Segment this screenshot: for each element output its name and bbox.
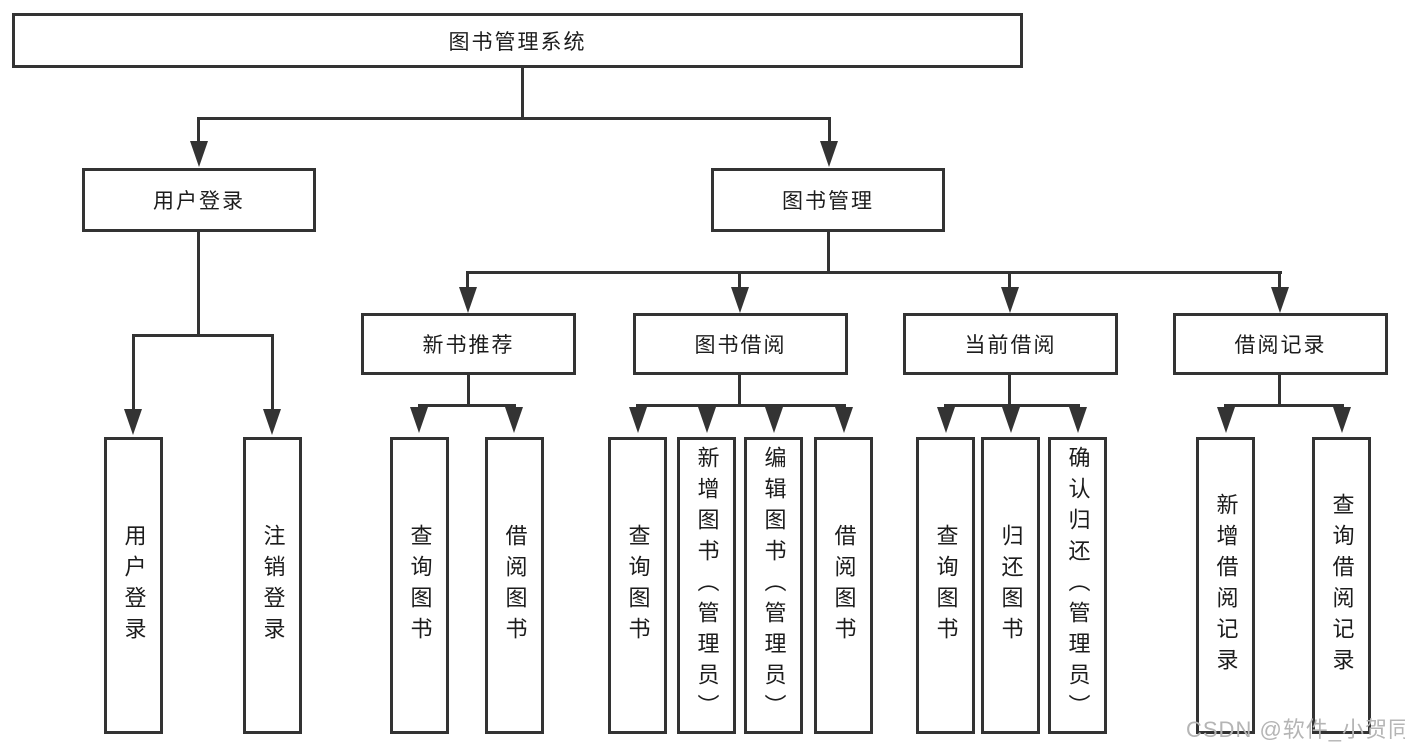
node-current-borrow-label: 当前借阅 [964, 334, 1057, 357]
connector-drop-leaf-login [132, 334, 135, 411]
leaf-confirm-return-admin-label: 确认归还（管理员） [1065, 446, 1091, 725]
connector-drop-current-borrow [1008, 271, 1011, 289]
node-user-login-label: 用户登录 [153, 190, 245, 213]
arrow-down-icon [459, 287, 477, 313]
connector-stub [467, 375, 470, 406]
leaf-borrow-book-label: 借阅图书 [831, 523, 857, 648]
leaf-return-book: 归还图书 [981, 437, 1040, 734]
leaf-edit-book-admin: 编辑图书（管理员） [744, 437, 803, 734]
arrow-down-icon [765, 407, 783, 433]
node-new-book-recommend: 新书推荐 [361, 313, 576, 375]
leaf-query-book: 查询图书 [390, 437, 449, 734]
arrow-down-icon [629, 407, 647, 433]
leaf-query-book: 查询图书 [608, 437, 667, 734]
node-current-borrow: 当前借阅 [903, 313, 1118, 375]
arrow-down-icon [1069, 407, 1087, 433]
leaf-return-book-label: 归还图书 [998, 523, 1024, 648]
leaf-logout-label: 注销登录 [260, 523, 286, 648]
connector-bar [944, 404, 1080, 407]
leaf-add-borrow-record: 新增借阅记录 [1196, 437, 1255, 734]
leaf-add-book-admin-label: 新增图书（管理员） [694, 446, 720, 725]
leaf-user-login: 用户登录 [104, 437, 163, 734]
leaf-query-borrow-record-label: 查询借阅记录 [1329, 492, 1355, 679]
node-borrow-record-label: 借阅记录 [1234, 334, 1327, 357]
leaf-add-book-admin: 新增图书（管理员） [677, 437, 736, 734]
arrow-down-icon [1271, 287, 1289, 313]
leaf-logout: 注销登录 [243, 437, 302, 734]
arrow-down-icon [835, 407, 853, 433]
connector-stub [1008, 375, 1011, 406]
connector-level3-bar [467, 271, 1282, 274]
arrow-down-icon [124, 409, 142, 435]
arrow-down-icon [505, 407, 523, 433]
connector-stub [738, 375, 741, 406]
connector-drop-book-mgmt [828, 117, 831, 145]
arrow-down-icon [1217, 407, 1235, 433]
node-book-borrow: 图书借阅 [633, 313, 848, 375]
node-new-book-recommend-label: 新书推荐 [422, 334, 515, 357]
arrow-down-icon [820, 141, 838, 167]
connector-level2-bar [197, 117, 831, 120]
connector-drop-leaf-logout [271, 334, 274, 411]
leaf-borrow-book-label: 借阅图书 [502, 523, 528, 648]
connector-book-mgmt-stub [827, 232, 830, 273]
leaf-query-book-label: 查询图书 [933, 523, 959, 648]
connector-drop-user-login [197, 117, 200, 145]
connector-bar [636, 404, 846, 407]
leaf-query-book: 查询图书 [916, 437, 975, 734]
connector-drop-book-borrow [738, 271, 741, 289]
leaf-query-borrow-record: 查询借阅记录 [1312, 437, 1371, 734]
connector-bar [418, 404, 516, 407]
node-book-management-label: 图书管理 [782, 190, 874, 213]
arrow-down-icon [731, 287, 749, 313]
connector-user-login-bar [132, 334, 274, 337]
connector-drop-new-book-rec [466, 271, 469, 289]
leaf-borrow-book: 借阅图书 [485, 437, 544, 734]
node-book-borrow-label: 图书借阅 [694, 334, 787, 357]
leaf-edit-book-admin-label: 编辑图书（管理员） [761, 446, 787, 725]
arrow-down-icon [1002, 407, 1020, 433]
leaf-query-book-label: 查询图书 [407, 523, 433, 648]
leaf-borrow-book: 借阅图书 [814, 437, 873, 734]
connector-bar [1224, 404, 1344, 407]
node-library-system-label: 图书管理系统 [448, 30, 587, 54]
leaf-add-borrow-record-label: 新增借阅记录 [1213, 492, 1239, 679]
leaf-confirm-return-admin: 确认归还（管理员） [1048, 437, 1107, 734]
arrow-down-icon [263, 409, 281, 435]
connector-drop-borrow-record [1278, 271, 1281, 289]
connector-user-login-stub [197, 232, 200, 336]
arrow-down-icon [1333, 407, 1351, 433]
arrow-down-icon [410, 407, 428, 433]
arrow-down-icon [1001, 287, 1019, 313]
node-user-login: 用户登录 [82, 168, 316, 232]
leaf-user-login-label: 用户登录 [121, 523, 147, 648]
csdn-watermark: CSDN @软件_小贺同学 [1186, 717, 1405, 742]
leaf-query-book-label: 查询图书 [625, 523, 651, 648]
arrow-down-icon [698, 407, 716, 433]
arrow-down-icon [937, 407, 955, 433]
connector-stub [1278, 375, 1281, 406]
node-library-system: 图书管理系统 [12, 13, 1023, 68]
node-book-management: 图书管理 [711, 168, 945, 232]
node-borrow-record: 借阅记录 [1173, 313, 1388, 375]
arrow-down-icon [190, 141, 208, 167]
connector-root-trunk [521, 68, 524, 120]
